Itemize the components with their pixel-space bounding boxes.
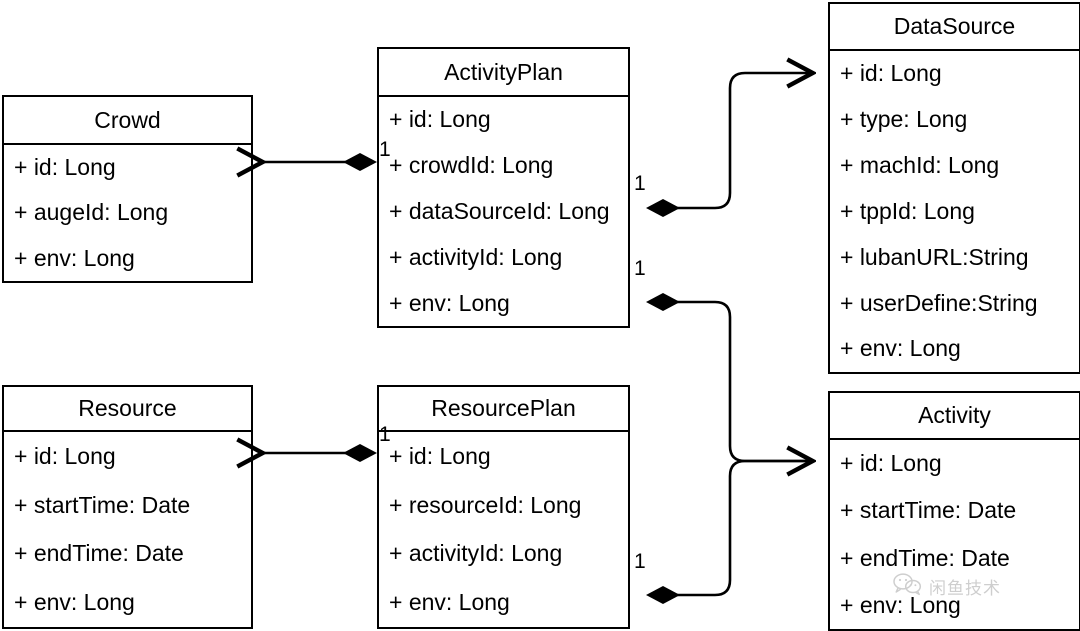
attribute-row: + env: Long [840,591,961,618]
attribute-list-crowd: + id: Long + augeId: Long + env: Long [4,145,251,281]
attribute-row: + dataSourceId: Long [389,197,610,224]
attribute-row: + startTime: Date [840,497,1017,524]
attribute-row: + userDefine:String [840,289,1038,316]
class-box-datasource[interactable]: DataSource + id: Long + type: Long + mac… [828,2,1080,374]
attribute-row: + id: Long [14,154,116,181]
attribute-row: + id: Long [389,442,491,469]
relation-resourceplan-activity [646,459,812,604]
attribute-row: + activityId: Long [389,243,563,270]
class-name-crowd: Crowd [4,97,251,145]
attribute-row: + startTime: Date [14,491,191,518]
attribute-row: + machId: Long [840,152,1000,179]
attribute-list-resourceplan: + id: Long + resourceId: Long + activity… [379,432,628,627]
attribute-row: + crowdId: Long [389,152,554,179]
attribute-row: + lubanURL:String [840,243,1029,270]
attribute-row: + id: Long [840,450,942,477]
class-box-activity[interactable]: Activity + id: Long + startTime: Date + … [828,391,1080,631]
attribute-row: + env: Long [389,589,510,616]
multiplicity-label: 1 [634,257,646,280]
attribute-row: + augeId: Long [14,199,169,226]
class-box-crowd[interactable]: Crowd + id: Long + augeId: Long + env: L… [2,95,253,283]
class-box-activityplan[interactable]: ActivityPlan + id: Long + crowdId: Long … [377,47,630,328]
relation-resourceplan-resource [262,444,377,462]
class-box-resourceplan[interactable]: ResourcePlan + id: Long + resourceId: Lo… [377,385,630,629]
attribute-row: + env: Long [14,244,135,271]
attribute-row: + env: Long [14,589,135,616]
attribute-row: + tppId: Long [840,197,975,224]
relation-activityplan-datasource [646,73,812,217]
attribute-list-resource: + id: Long + startTime: Date + endTime: … [4,432,251,627]
relation-activityplan-activity [646,293,812,461]
attribute-row: + resourceId: Long [389,491,582,518]
attribute-row: + type: Long [840,106,968,133]
multiplicity-label: 1 [634,550,646,573]
attribute-list-activityplan: + id: Long + crowdId: Long + dataSourceI… [379,97,628,326]
relation-activityplan-crowd [262,153,377,171]
class-name-resource: Resource [4,387,251,432]
class-name-activity: Activity [830,393,1079,440]
multiplicity-label: 1 [379,138,391,161]
attribute-row: + endTime: Date [14,540,184,567]
multiplicity-label: 1 [379,423,391,446]
class-box-resource[interactable]: Resource + id: Long + startTime: Date + … [2,385,253,629]
attribute-row: + id: Long [389,106,491,133]
attribute-row: + activityId: Long [389,540,563,567]
class-name-resourceplan: ResourcePlan [379,387,628,432]
attribute-row: + id: Long [840,60,942,87]
multiplicity-label: 1 [634,172,646,195]
attribute-row: + env: Long [840,335,961,362]
attribute-list-datasource: + id: Long + type: Long + machId: Long +… [830,51,1079,372]
attribute-row: + env: Long [389,289,510,316]
class-name-datasource: DataSource [830,4,1079,51]
attribute-row: + id: Long [14,442,116,469]
attribute-row: + endTime: Date [840,544,1010,571]
attribute-list-activity: + id: Long + startTime: Date + endTime: … [830,440,1079,629]
class-name-activityplan: ActivityPlan [379,49,628,97]
